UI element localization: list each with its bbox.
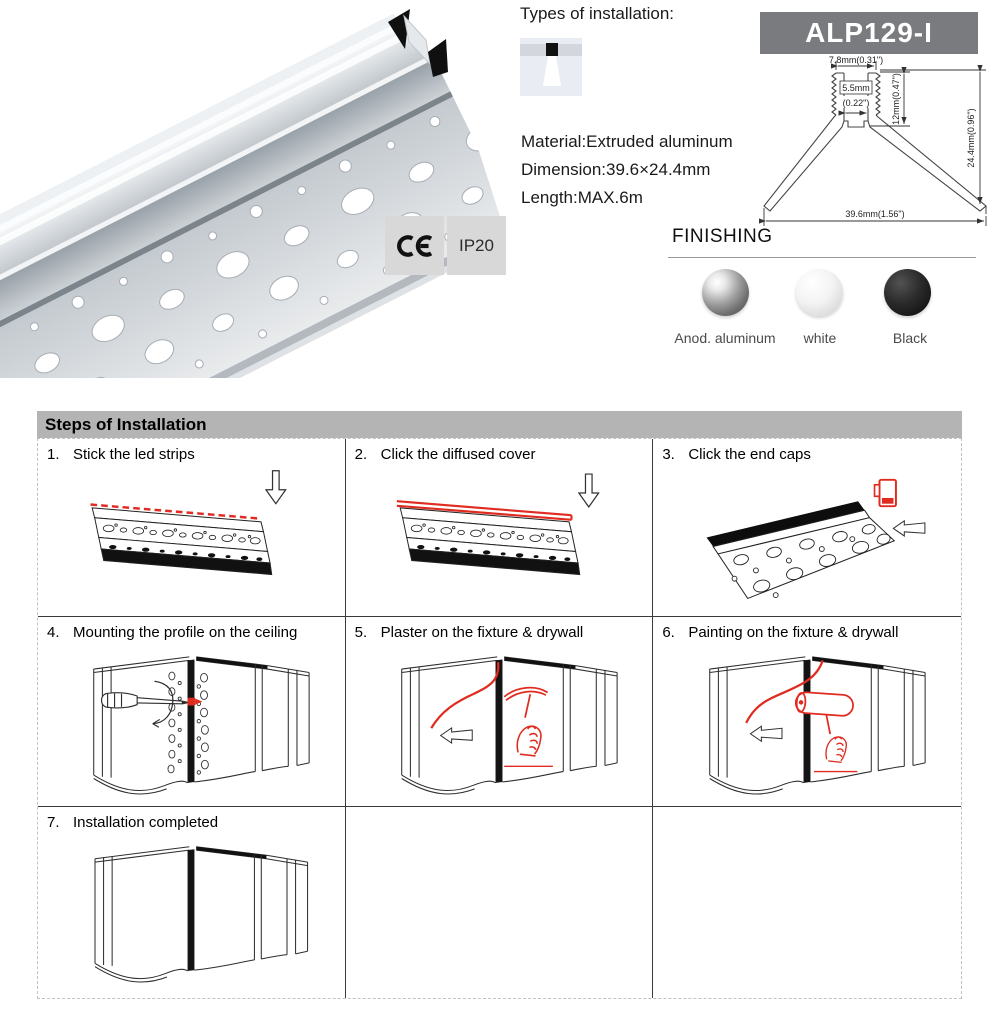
step-2-heading: 2.Click the diffused cover bbox=[354, 446, 536, 463]
plaster-bead bbox=[430, 662, 500, 729]
step-6-illustration bbox=[709, 656, 926, 795]
ip20-label: IP20 bbox=[459, 235, 494, 255]
down-arrow-icon bbox=[578, 473, 600, 508]
led-strip bbox=[90, 503, 260, 520]
left-arrow-icon bbox=[749, 725, 783, 742]
paint-line bbox=[745, 659, 824, 724]
cross-section bbox=[763, 72, 987, 212]
swatch-label-anodized: Anod. aluminum bbox=[674, 330, 776, 346]
profile-end-cut bbox=[388, 9, 448, 77]
dim-total-height: 24.4mm(0.96") bbox=[966, 108, 976, 167]
step-5-illustration bbox=[401, 656, 618, 795]
empty-cell-9 bbox=[653, 807, 961, 998]
step-3-heading: 3.Click the end caps bbox=[662, 446, 811, 463]
swatch-label-white: white bbox=[803, 330, 837, 346]
left-arrow-icon bbox=[892, 520, 926, 537]
step-2-illustration bbox=[396, 473, 600, 576]
product-photo bbox=[0, 0, 505, 378]
ce-mark-icon bbox=[396, 234, 432, 257]
installation-steps-table: 1.Stick the led strips 2.Click the diffu… bbox=[37, 438, 962, 999]
model-title-bar: ALP129-I bbox=[760, 12, 978, 54]
dim-total-width: 39.6mm(1.56") bbox=[845, 209, 904, 219]
finishing-divider bbox=[668, 257, 976, 258]
swatch-anodized-aluminum bbox=[702, 269, 749, 316]
spec-length: Length:MAX.6m bbox=[521, 188, 643, 207]
dim-slot-width-inch: (0.22") bbox=[843, 98, 870, 108]
profile-perforations bbox=[167, 671, 210, 775]
step-3-illustration bbox=[706, 478, 926, 600]
finishing-title: FINISHING bbox=[672, 226, 773, 247]
end-cap bbox=[873, 478, 898, 508]
screwdriver bbox=[101, 680, 190, 728]
step-4-illustration bbox=[93, 656, 310, 795]
step-1-heading: 1.Stick the led strips bbox=[47, 446, 195, 463]
dim-slot-depth: 12mm(0.47") bbox=[891, 73, 901, 125]
empty-cell-8 bbox=[346, 807, 654, 998]
left-arrow-icon bbox=[440, 727, 473, 744]
diffused-cover bbox=[396, 500, 573, 521]
step-7-heading: 7.Installation completed bbox=[47, 814, 219, 831]
types-of-installation-label: Types of installation: bbox=[520, 4, 675, 23]
ce-badge bbox=[385, 216, 444, 275]
paint-roller bbox=[795, 691, 855, 735]
dim-top-width: 7.8mm(0.31") bbox=[829, 56, 883, 65]
spec-material: Material:Extruded aluminum bbox=[521, 132, 733, 151]
trowel bbox=[503, 686, 549, 718]
hand bbox=[516, 725, 542, 757]
step-6-heading: 6.Painting on the fixture & drywall bbox=[662, 624, 899, 641]
installation-type-icon bbox=[520, 38, 582, 96]
hand bbox=[825, 736, 848, 764]
step-1-illustration bbox=[90, 470, 287, 576]
model-number: ALP129-I bbox=[805, 17, 933, 48]
step-5-heading: 5.Plaster on the fixture & drywall bbox=[354, 624, 584, 641]
screw bbox=[187, 697, 203, 706]
spec-dimension: Dimension:39.6×24.4mm bbox=[521, 160, 711, 179]
step-cell-3: 3.Click the end caps bbox=[653, 439, 961, 617]
swatch-black bbox=[884, 269, 931, 316]
spec-block: Material:Extruded aluminum Dimension:39.… bbox=[521, 128, 733, 212]
step-cell-2: 2.Click the diffused cover bbox=[345, 439, 654, 617]
step-cell-5: 5.Plaster on the fixture & drywall bbox=[345, 617, 654, 807]
dimension-lines bbox=[758, 61, 987, 226]
step-4-heading: 4.Mounting the profile on the ceiling bbox=[47, 624, 298, 641]
dimension-drawing: 7.8mm(0.31") 5.5mm (0.22") 12mm(0.47") 2… bbox=[758, 56, 987, 226]
step-cell-4: 4.Mounting the profile on the ceiling bbox=[38, 617, 346, 807]
ip20-badge: IP20 bbox=[447, 216, 506, 275]
swatch-white bbox=[796, 269, 843, 316]
dim-slot-width: 5.5mm bbox=[842, 83, 870, 93]
down-arrow-icon bbox=[265, 470, 287, 505]
steps-section-header: Steps of Installation bbox=[37, 411, 962, 438]
step-cell-6: 6.Painting on the fixture & drywall bbox=[653, 617, 961, 807]
step-7-illustration bbox=[94, 846, 309, 983]
step-cell-1: 1.Stick the led strips bbox=[38, 439, 346, 617]
steps-title: Steps of Installation bbox=[45, 414, 207, 434]
step-cell-7: 7.Installation completed bbox=[38, 807, 346, 998]
swatch-label-black: Black bbox=[892, 330, 928, 346]
